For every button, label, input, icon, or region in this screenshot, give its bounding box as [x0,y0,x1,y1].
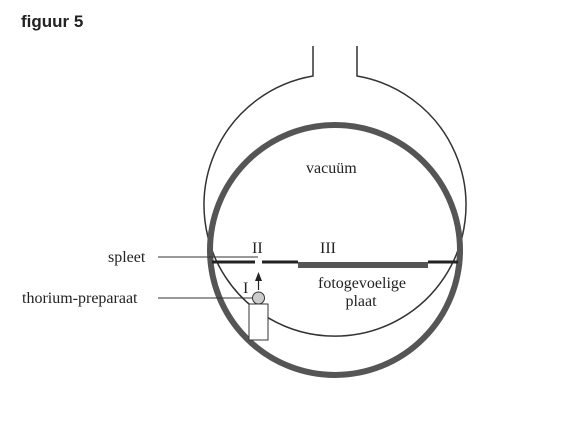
roman-II-label: II [252,240,263,257]
outer-chamber-wall [203,46,467,337]
roman-III-label: III [320,240,336,257]
source-holder [248,303,269,341]
roman-I-label: I [243,280,248,297]
vacuum-label: vacuüm [306,160,357,177]
plate-label-line1: fotogevoelige [318,275,406,292]
plate-label-line2: plaat [345,293,377,310]
thorium-source [252,291,265,305]
radiation-arrow-head [255,272,262,281]
photographic-plate [298,262,428,268]
spleet-label: spleet [108,249,146,266]
thorium-label: thorium-preparaat [22,290,138,307]
figure-title: figuur 5 [21,12,84,31]
inner-chamber-ring [207,122,463,378]
